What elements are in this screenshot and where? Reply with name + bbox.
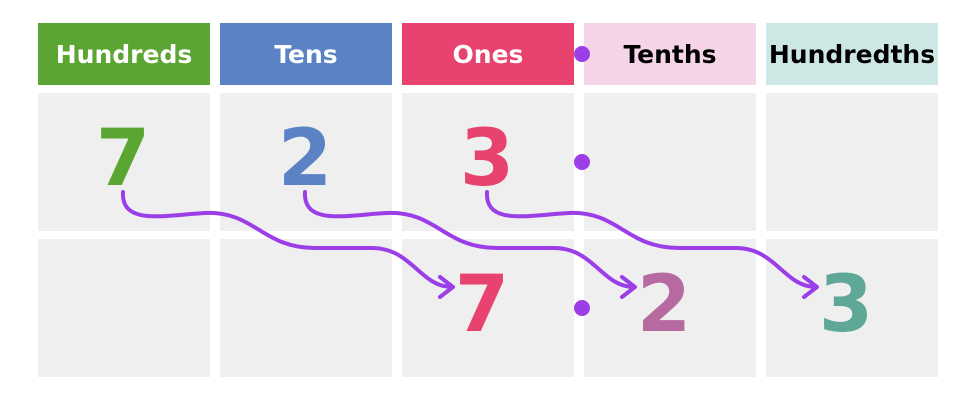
decimal-point — [574, 46, 590, 62]
arrow — [120, 190, 454, 289]
arrow-head-icon — [620, 275, 637, 299]
arrow-head-icon — [802, 275, 819, 299]
digit-3: 3 — [460, 114, 514, 204]
grid-cell — [38, 93, 210, 231]
grid-cell — [220, 93, 392, 231]
grid-cell — [766, 93, 938, 231]
grid-cell — [584, 93, 756, 231]
grid-cell — [402, 93, 574, 231]
decimal-point — [574, 154, 590, 170]
grid-cell — [220, 239, 392, 377]
column-header-ones — [402, 23, 574, 85]
arrow-head-icon — [438, 275, 455, 299]
column-header-label: Tens — [274, 40, 337, 69]
digit-2: 2 — [637, 260, 691, 350]
decimal-point — [574, 300, 590, 316]
column-header-label: Tenths — [623, 40, 716, 69]
grid-cell — [38, 239, 210, 377]
digit-7: 7 — [96, 114, 150, 204]
digit-2: 2 — [278, 114, 332, 204]
arrow — [302, 190, 636, 289]
column-header-label: Hundredths — [769, 40, 935, 69]
column-header-label: Ones — [453, 40, 524, 69]
arrow — [484, 190, 818, 289]
grid-cell — [584, 239, 756, 377]
grid-cell — [766, 239, 938, 377]
digit-3: 3 — [819, 260, 873, 350]
column-header-hundredths — [766, 23, 938, 85]
grid-cell — [402, 239, 574, 377]
column-header-tens — [220, 23, 392, 85]
column-header-hundreds — [38, 23, 210, 85]
column-header-label: Hundreds — [56, 40, 192, 69]
column-header-tenths — [584, 23, 756, 85]
digit-7: 7 — [455, 260, 509, 350]
